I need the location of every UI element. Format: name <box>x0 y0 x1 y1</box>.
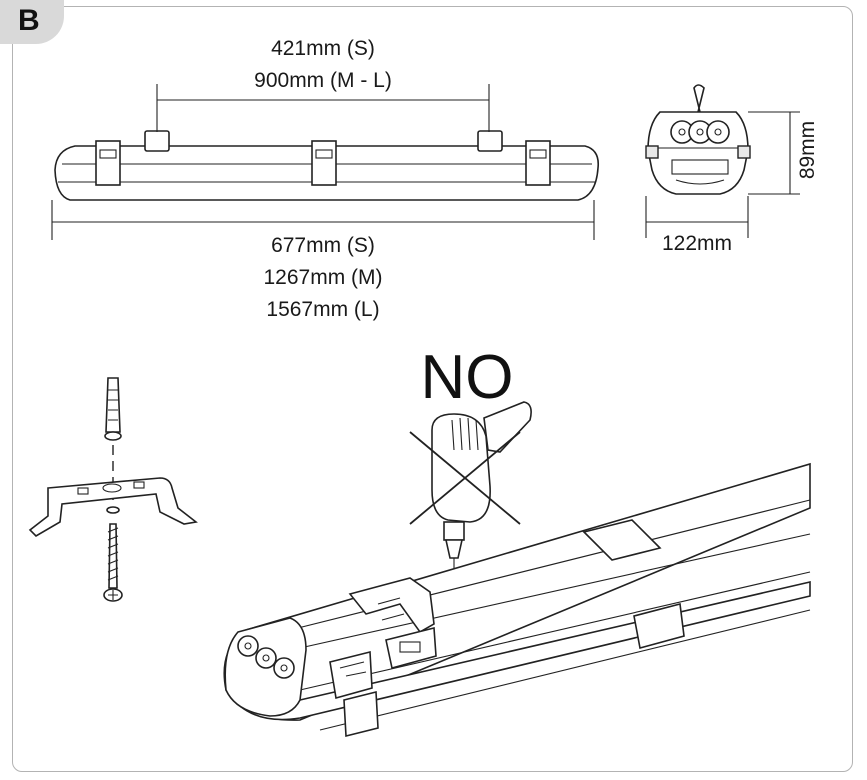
clip-spacing-small: 421mm (S) <box>271 37 375 60</box>
width-dimension: 122mm <box>645 196 749 255</box>
width-label: 122mm <box>662 232 732 255</box>
fixture-side-view <box>54 130 600 201</box>
height-dimension: 89mm <box>748 111 819 195</box>
clip-spacing-large: 900mm (M - L) <box>254 69 392 92</box>
height-label: 89mm <box>796 121 819 179</box>
fixture-end-view <box>645 84 751 195</box>
length-s: 677mm (S) <box>271 234 375 257</box>
section-badge: B <box>0 0 64 44</box>
warning-label: NO <box>421 343 514 412</box>
mounting-hardware <box>28 377 198 602</box>
section-letter: B <box>18 4 40 37</box>
no-drill-warning: NO <box>409 343 532 592</box>
length-l: 1567mm (L) <box>266 298 379 321</box>
length-m: 1267mm (M) <box>263 266 382 289</box>
fixture-perspective-view <box>223 462 811 738</box>
clip-spacing-dimension: 421mm (S) 900mm (M - L) <box>156 37 490 132</box>
length-dimension: 677mm (S) 1267mm (M) 1567mm (L) <box>51 200 595 321</box>
figure-frame <box>12 6 853 772</box>
